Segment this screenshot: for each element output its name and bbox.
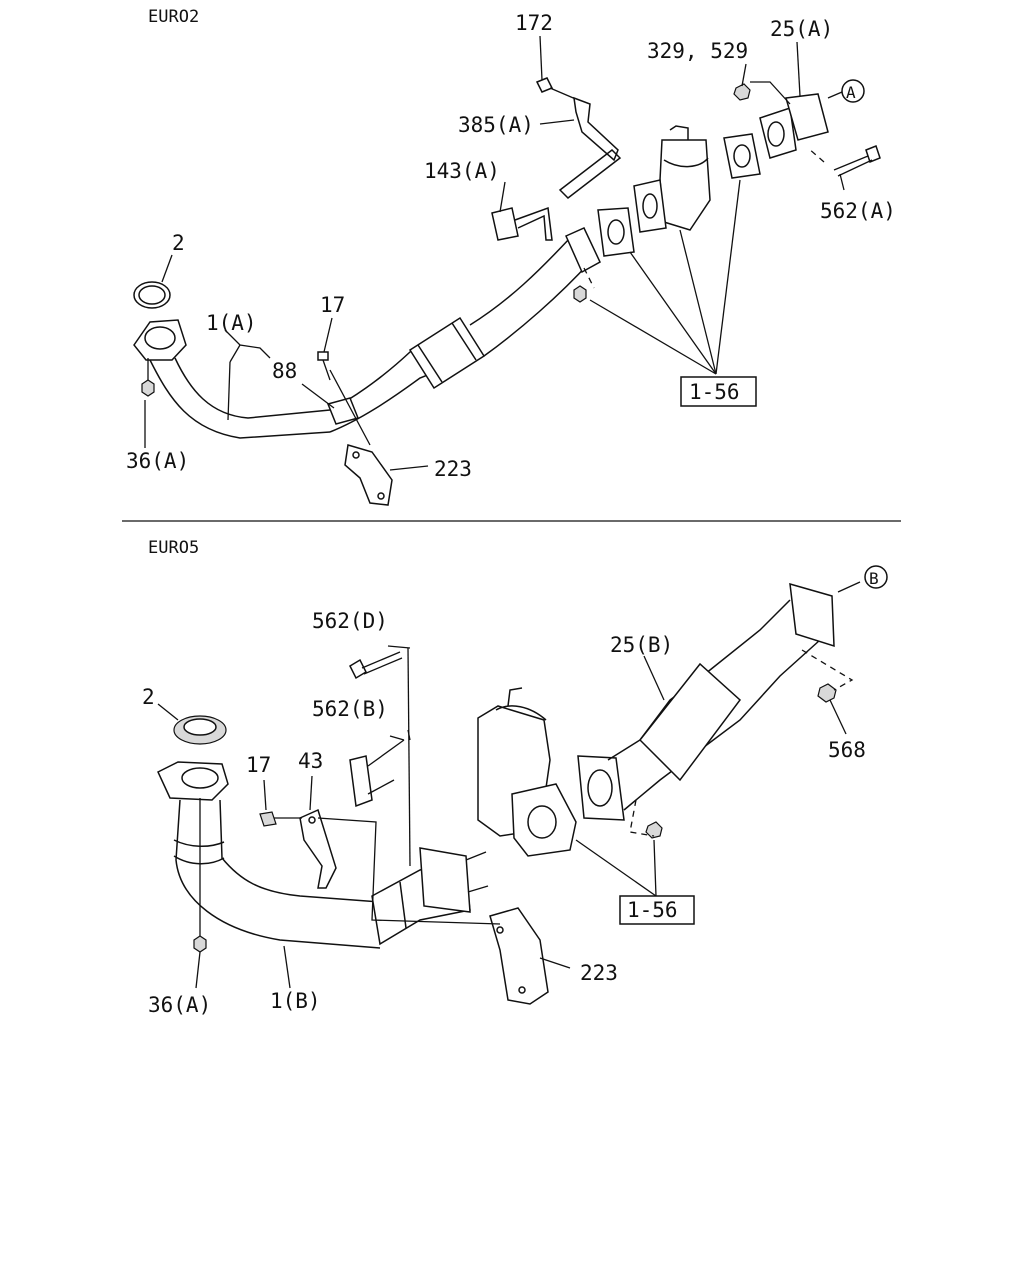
label-2: 2 (172, 231, 185, 255)
label-17: 17 (246, 753, 271, 777)
pipe-25b-gasket (577, 755, 625, 821)
nut-568 (817, 683, 837, 703)
bolt-172 (535, 77, 554, 93)
label-172: 172 (515, 11, 553, 35)
front-pipe-1b-inner (219, 799, 381, 903)
bracket-223 (489, 907, 549, 1005)
euro5-leader-lines (157, 581, 861, 989)
hanger-143a (491, 207, 519, 241)
euro2-hanger-brackets (491, 77, 622, 241)
pipe-25b-flange (789, 582, 835, 648)
egr-flange (633, 179, 667, 233)
label-17: 17 (320, 293, 345, 317)
gasket-front (597, 207, 635, 257)
euro2-leader-lines (144, 35, 845, 471)
bracket-223 (344, 444, 393, 506)
ref-box-1-56 (680, 376, 757, 407)
label-36a: 36(A) (126, 449, 189, 473)
ref-label-1-56: 1-56 (627, 898, 678, 922)
label-329-529: 329, 529 (647, 39, 748, 63)
section-label-euro5: EURO5 (148, 538, 199, 558)
nut-36a (193, 935, 207, 953)
label-562b: 562(B) (312, 697, 388, 721)
pipe-25a-body (785, 93, 829, 141)
egr-flange (511, 783, 577, 857)
nut-rear (645, 821, 663, 839)
label-36a: 36(A) (148, 993, 211, 1017)
front-pipe-flange-hole (144, 326, 176, 350)
circle-marker-a-label: A (846, 83, 856, 102)
section-label-euro2: EURO2 (148, 7, 199, 27)
pipe-25b-muffler (638, 662, 742, 782)
front-pipe-upper-edge (174, 357, 331, 419)
bolt-562a (865, 145, 881, 163)
label-385a: 385(A) (458, 113, 534, 137)
label-1b: 1(B) (270, 989, 321, 1013)
label-143a: 143(A) (424, 159, 500, 183)
bolt-17 (317, 351, 329, 361)
euro2-rear-components (573, 83, 881, 303)
circle-marker-a (841, 79, 865, 103)
euro5-part-labels: 562(D) 25(B) 562(B) 2 17 43 568 36(A) 1(… (142, 565, 888, 1017)
label-562a: 562(A) (820, 199, 896, 223)
nut-rear (573, 285, 587, 303)
label-2: 2 (142, 685, 155, 709)
bolt-562d (349, 658, 367, 680)
euro2-front-pipe-assembly (133, 227, 601, 506)
label-43: 43 (298, 749, 323, 773)
euro5-front-pipe-assembly (157, 651, 549, 1005)
converter-flange (419, 847, 471, 913)
clamp-43 (299, 808, 337, 889)
clamp-88 (326, 397, 360, 425)
bracket-562b (349, 755, 373, 808)
bolt-17 (259, 811, 277, 827)
label-568: 568 (828, 738, 866, 762)
pipe-rear-flange (565, 227, 601, 274)
ref-label-1-56: 1-56 (689, 380, 740, 404)
ref-box-1-56 (619, 895, 695, 925)
label-223: 223 (434, 457, 472, 481)
front-pipe-lower-edge (149, 359, 331, 439)
label-562d: 562(D) (312, 609, 388, 633)
gasket-rear (723, 133, 761, 179)
front-pipe-1b-outer (175, 799, 381, 949)
euro2-part-labels: 172 329, 529 25(A) 385(A) 143(A) 562(A) … (126, 11, 896, 481)
pipe-25a-flange (759, 107, 797, 159)
circle-marker-b (864, 565, 888, 589)
label-25b: 25(B) (610, 633, 673, 657)
circle-marker-b-label: B (869, 569, 879, 588)
nut-36a (141, 379, 155, 397)
label-1a: 1(A) (206, 311, 257, 335)
nut-329-529 (733, 83, 751, 101)
label-88: 88 (272, 359, 297, 383)
egr-valve (659, 139, 711, 231)
label-25a: 25(A) (770, 17, 833, 41)
euro5-rear-components (477, 582, 837, 857)
label-223: 223 (580, 961, 618, 985)
